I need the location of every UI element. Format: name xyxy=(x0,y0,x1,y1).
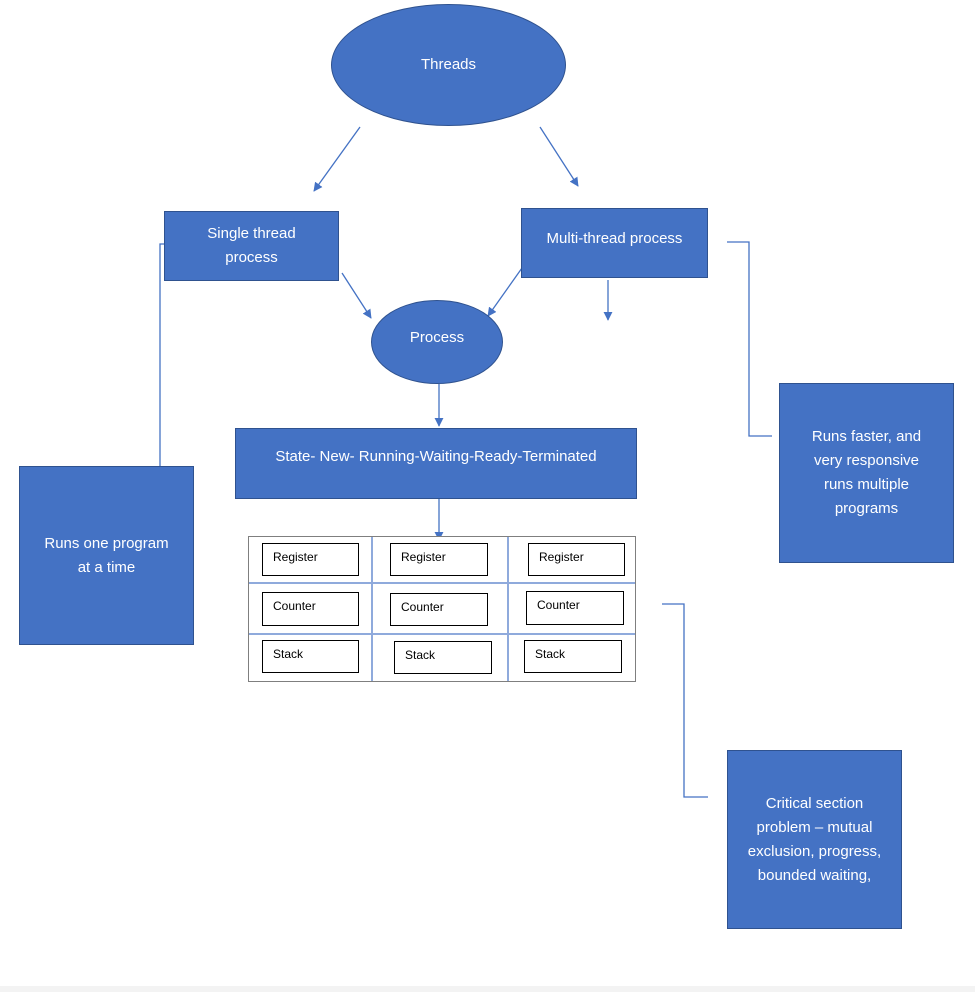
runs-one-program-label: Runs one program at a time xyxy=(44,534,169,576)
runs-faster-node: Runs faster, and very responsive runs mu… xyxy=(779,383,954,563)
single-thread-process-node: Single thread process xyxy=(164,211,339,281)
table-divider xyxy=(371,537,373,681)
connector-table-to-critical xyxy=(662,603,708,798)
register-cell: Register xyxy=(390,543,488,576)
table-divider xyxy=(249,582,635,584)
runs-one-program-node: Runs one program at a time xyxy=(19,466,194,645)
threads-node: Threads xyxy=(331,4,566,126)
register-cell: Register xyxy=(262,543,359,576)
critical-section-label: Critical section problem – mutual exclus… xyxy=(747,794,882,884)
arrow-single-to-process xyxy=(341,272,372,319)
critical-section-node: Critical section problem – mutual exclus… xyxy=(727,750,902,929)
table-divider xyxy=(507,537,509,681)
register-cell: Register xyxy=(528,543,625,576)
arrow-threads-to-single xyxy=(313,126,361,192)
stack-cell: Stack xyxy=(394,641,492,674)
multi-thread-process-label: Multi-thread process xyxy=(546,230,683,247)
connector-single-to-runs-one xyxy=(159,243,164,467)
arrow-threads-to-multi xyxy=(539,126,579,187)
bottom-strip xyxy=(0,986,975,992)
stack-cell: Stack xyxy=(262,640,359,673)
multi-thread-process-node: Multi-thread process xyxy=(521,208,708,278)
counter-cell: Counter xyxy=(262,592,359,626)
counter-cell: Counter xyxy=(390,593,488,626)
single-thread-process-label: Single thread process xyxy=(207,225,296,266)
connector-multi-to-runs-faster xyxy=(727,241,772,437)
threads-label: Threads xyxy=(420,56,477,73)
process-label: Process xyxy=(409,329,465,346)
thread-resources-table: Register Register Register Counter Count… xyxy=(248,536,636,682)
state-label: State- New- Running-Waiting-Ready-Termin… xyxy=(275,448,597,465)
process-node: Process xyxy=(371,300,503,384)
state-node: State- New- Running-Waiting-Ready-Termin… xyxy=(235,428,637,499)
arrow-multi-to-process xyxy=(487,267,523,317)
stack-cell: Stack xyxy=(524,640,622,673)
table-divider xyxy=(249,633,635,635)
runs-faster-label: Runs faster, and very responsive runs mu… xyxy=(811,428,922,517)
counter-cell: Counter xyxy=(526,591,624,625)
